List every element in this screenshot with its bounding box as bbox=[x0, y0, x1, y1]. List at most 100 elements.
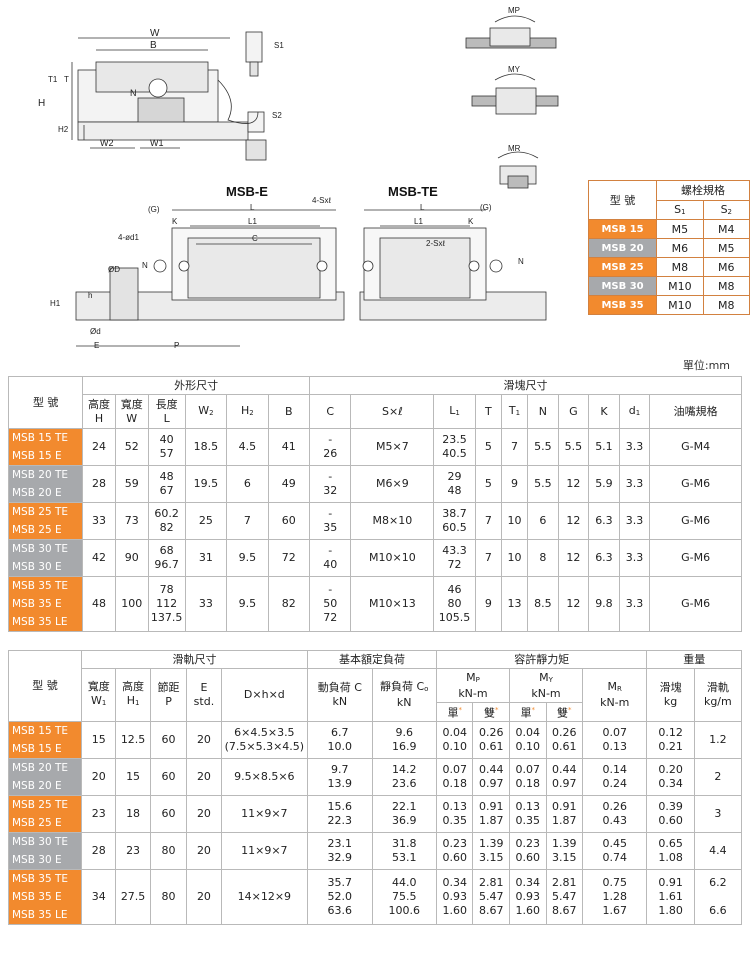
cell-MY2: 0.44 0.97 bbox=[545, 757, 584, 796]
t1-h-SxL: S×ℓ bbox=[350, 394, 435, 429]
cell-P: 80 bbox=[149, 831, 188, 870]
t2-h-mp-single: 單* bbox=[435, 702, 474, 722]
cell-H1: 18 bbox=[115, 794, 151, 833]
cell-block: 0.39 0.60 bbox=[646, 794, 695, 833]
t1-h-T1: T1 bbox=[500, 394, 529, 429]
label-E: E bbox=[94, 341, 99, 350]
t2-h-my-double: 雙* bbox=[545, 702, 584, 722]
cell-W2: 25 bbox=[184, 502, 228, 540]
cell-H2: 4.5 bbox=[226, 428, 269, 466]
cell-H1: 23 bbox=[115, 831, 151, 870]
cell-P: 80 bbox=[149, 868, 188, 925]
label-H: H bbox=[38, 98, 45, 109]
cell-W1: 34 bbox=[81, 868, 117, 925]
t2-h-E: E std. bbox=[186, 668, 222, 722]
t2-h-block: 滑塊 kg bbox=[646, 668, 695, 722]
t1-block-group: 滑塊尺寸 bbox=[309, 376, 742, 395]
t2-h-C: 動負荷 C kN bbox=[307, 668, 373, 722]
cell-C0: 22.1 36.9 bbox=[371, 794, 437, 833]
cell-C0: 9.6 16.9 bbox=[371, 720, 437, 759]
cell-MP2: 0.26 0.61 bbox=[472, 720, 510, 759]
t1-h-G: G bbox=[557, 394, 590, 429]
bolt-model-header: 型 號 bbox=[587, 180, 658, 220]
cell-d1: 3.3 bbox=[618, 502, 651, 540]
cell-W2: 31 bbox=[184, 539, 228, 577]
cell-d1: 3.3 bbox=[618, 465, 651, 503]
cell-P: 60 bbox=[149, 794, 188, 833]
cell-H2: 6 bbox=[226, 465, 269, 503]
cell-H2: 9.5 bbox=[226, 539, 269, 577]
bolt-s1-cell: M10 bbox=[656, 295, 704, 315]
cell-E: 20 bbox=[186, 757, 222, 796]
t1-h-N: N bbox=[527, 394, 559, 429]
cell-rail: 3 bbox=[693, 794, 743, 833]
model-cell: MSB 20 TE MSB 20 E bbox=[7, 757, 83, 796]
t1-h-T: T bbox=[474, 394, 502, 429]
bolt-s1-cell: M5 bbox=[656, 219, 704, 239]
cell-L1: 46 80 105.5 bbox=[433, 576, 476, 632]
cell-B: 72 bbox=[267, 539, 311, 577]
t2-weight-group: 重量 bbox=[646, 650, 742, 669]
label-W: W bbox=[150, 28, 160, 39]
cell-SxL: M10×10 bbox=[350, 539, 435, 577]
cell-L: 60.2 82 bbox=[147, 502, 186, 540]
bolt-s1-cell: M6 bbox=[656, 238, 704, 258]
label-d: Ød bbox=[90, 327, 101, 336]
dimension-table: 型 號 外形尺寸 滑塊尺寸 高度 H 寬度 W 長度 L W2 H2 B C S… bbox=[7, 376, 742, 632]
cell-MY2: 2.81 5.47 8.67 bbox=[545, 868, 584, 925]
unit-label: 單位:mm bbox=[682, 359, 730, 372]
cell-T1: 7 bbox=[500, 428, 529, 466]
label-L-right: L bbox=[420, 203, 425, 212]
bolt-model-cell: MSB 25 bbox=[587, 257, 658, 277]
label-H2: H2 bbox=[58, 125, 69, 134]
cell-MR: 0.14 0.24 bbox=[582, 757, 648, 796]
s2-header: S2 bbox=[702, 199, 750, 220]
model-cell: MSB 30 TE MSB 30 E bbox=[7, 831, 83, 870]
cell-N: 6 bbox=[527, 502, 559, 540]
bolt-spec-header: 螺栓規格 bbox=[656, 180, 750, 201]
label-MR: MR bbox=[508, 144, 521, 153]
label-MY: MY bbox=[508, 65, 521, 74]
label-G-right: (G) bbox=[480, 203, 492, 212]
label-L1-left: L1 bbox=[248, 217, 257, 226]
cell-MP1: 0.04 0.10 bbox=[435, 720, 474, 759]
model-cell: MSB 35 TE MSB 35 E MSB 35 LE bbox=[7, 576, 84, 632]
t1-h-H: 高度 H bbox=[82, 394, 116, 429]
bolt-model-cell: MSB 15 bbox=[587, 219, 658, 239]
s1-header: S1 bbox=[656, 199, 704, 220]
cell-MR: 0.45 0.74 bbox=[582, 831, 648, 870]
t1-model-header: 型 號 bbox=[7, 376, 84, 429]
cell-MR: 0.07 0.13 bbox=[582, 720, 648, 759]
cell-H2: 9.5 bbox=[226, 576, 269, 632]
cell-W2: 18.5 bbox=[184, 428, 228, 466]
cell-H1: 15 bbox=[115, 757, 151, 796]
cell-rail: 2 bbox=[693, 757, 743, 796]
cell-grease: G-M6 bbox=[649, 465, 742, 503]
t2-h-mp-double: 雙* bbox=[472, 702, 510, 722]
label-S1: S1 bbox=[274, 41, 284, 50]
cell-T: 9 bbox=[474, 576, 502, 632]
cell-Dhd: 11×9×7 bbox=[220, 794, 309, 833]
cell-MY1: 0.23 0.60 bbox=[508, 831, 547, 870]
cell-T: 7 bbox=[474, 502, 502, 540]
cell-C0: 44.0 75.5 100.6 bbox=[371, 868, 437, 925]
t2-rail-group: 滑軌尺寸 bbox=[81, 650, 309, 669]
t1-h-grease: 油嘴規格 bbox=[649, 394, 742, 429]
cross-section-drawing: W B T1 T H H2 W2 W1 N S1 S2 bbox=[38, 28, 284, 161]
cell-W: 73 bbox=[114, 502, 149, 540]
cell-L1: 43.3 72 bbox=[433, 539, 476, 577]
cell-MP2: 2.81 5.47 8.67 bbox=[472, 868, 510, 925]
cell-rail: 6.2 6.6 bbox=[693, 868, 743, 925]
cell-C: 15.6 22.3 bbox=[307, 794, 373, 833]
t1-h-H2: H2 bbox=[226, 394, 269, 429]
cell-MP2: 0.91 1.87 bbox=[472, 794, 510, 833]
t2-h-my-single: 單* bbox=[508, 702, 547, 722]
label-W2: W2 bbox=[100, 138, 114, 148]
label-S2: S2 bbox=[272, 111, 282, 120]
cell-W: 59 bbox=[114, 465, 149, 503]
